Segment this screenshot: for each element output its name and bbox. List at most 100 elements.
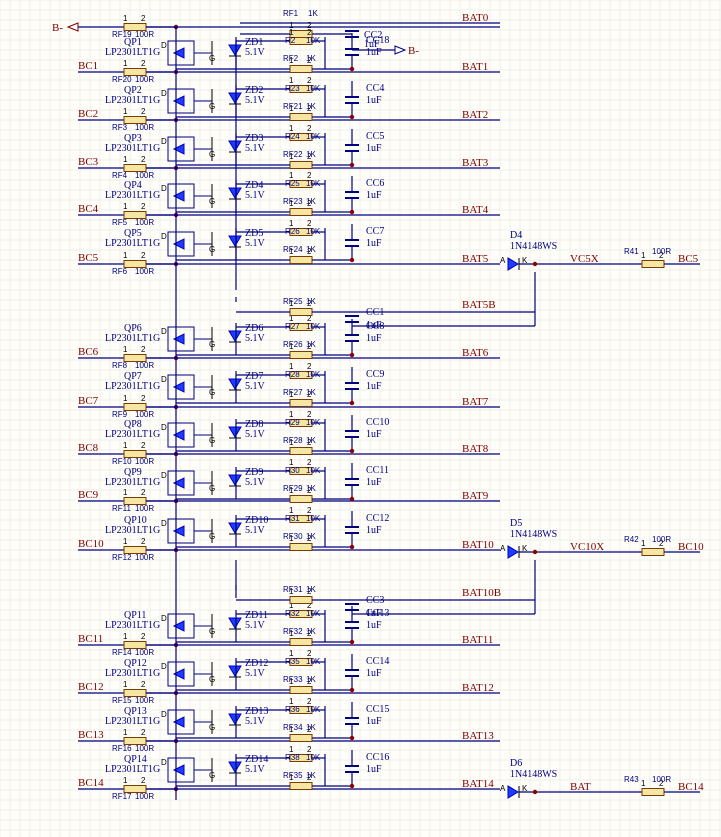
resistor-value: 1K	[306, 150, 316, 159]
junction-dot	[349, 687, 355, 693]
capacitor-plate	[345, 603, 359, 605]
filter-resistor	[289, 543, 313, 551]
filter-resistor	[289, 208, 313, 216]
input-net-label: BC9	[78, 489, 99, 501]
mosfet-part: LP2301LT1G	[105, 238, 160, 249]
junction-dot	[349, 639, 355, 645]
pin-number: 1	[123, 59, 128, 68]
zener-diode-icon	[228, 617, 242, 629]
capacitor-ref: CC7	[366, 226, 384, 237]
capacitor-value: 1uF	[366, 477, 382, 488]
zener-diode-icon	[228, 235, 242, 247]
filter-resistor	[289, 351, 313, 359]
pin-number: 2	[307, 587, 312, 596]
pin-label: D	[161, 137, 167, 146]
zener-ref: ZD2	[245, 85, 263, 96]
capacitor-plate	[345, 340, 359, 342]
diode-icon	[507, 785, 519, 799]
resistor-value: 1K	[306, 245, 316, 254]
pin-number: 1	[123, 680, 128, 689]
resistor-value: 100R	[135, 696, 154, 705]
capacitor-plate	[345, 315, 359, 317]
resistor-ref: R42	[624, 535, 639, 544]
input-net-label: BC14	[78, 777, 104, 789]
input-net-label: B-	[52, 22, 63, 34]
zener-ref: ZD7	[245, 371, 263, 382]
pin-number: 2	[141, 345, 146, 354]
diode-part: 1N4148WS	[510, 529, 557, 540]
pin-number: 2	[659, 779, 664, 788]
resistor-value: 1K	[306, 675, 316, 684]
pin-number: 1	[289, 124, 294, 133]
diode-ref: D6	[510, 758, 522, 769]
pin-label: D	[161, 375, 167, 384]
resistor-value: 100R	[135, 648, 154, 657]
diode-icon	[507, 257, 519, 271]
capacitor-plate	[345, 48, 359, 50]
resistor-value: 1K	[306, 627, 316, 636]
pin-number: 1	[289, 362, 294, 371]
capacitor-value: 1uF	[366, 525, 382, 536]
resistor-value: 100R	[135, 267, 154, 276]
filter-resistor	[289, 638, 313, 646]
capacitor-plate	[345, 478, 359, 480]
zener-diode-icon	[228, 665, 242, 677]
capacitor-plate	[345, 675, 359, 677]
pin-number: 1	[641, 779, 646, 788]
pin-number: 2	[307, 649, 312, 658]
output-resistor	[641, 788, 665, 796]
mosfet-part: LP2301LT1G	[105, 716, 160, 727]
pin-label: K	[522, 544, 528, 553]
resistor-ref: RF8	[112, 361, 128, 370]
resistor-ref: RF35	[283, 771, 303, 780]
capacitor-value: 1uF	[364, 39, 380, 50]
pin-number: 1	[289, 410, 294, 419]
pin-number: 2	[141, 394, 146, 403]
zener-value: 5.1V	[245, 190, 266, 201]
pin-number: 1	[123, 345, 128, 354]
pin-number: 2	[307, 601, 312, 610]
pin-label: A	[500, 784, 506, 793]
bat-net-label: BAT13	[462, 730, 494, 742]
pin-number: 2	[307, 124, 312, 133]
zener-value: 5.1V	[245, 381, 266, 392]
capacitor-plate	[345, 334, 359, 336]
pin-number: 1	[289, 314, 294, 323]
pin-number: 1	[289, 601, 294, 610]
resistor-ref: R38	[285, 753, 300, 762]
pin-number: 2	[307, 629, 312, 638]
resistor-ref: RF22	[283, 150, 303, 159]
mosfet-arrow-icon	[172, 381, 185, 393]
capacitor-ref: CC6	[366, 178, 384, 189]
resistor-ref: RF31	[283, 585, 303, 594]
resistor-value: 1K	[306, 102, 316, 111]
mosfet-arrow-icon	[172, 95, 185, 107]
capacitor-ref: CC2	[364, 30, 382, 41]
resistor-value: 1K	[306, 340, 316, 349]
pin-number: 1	[641, 539, 646, 548]
zener-diode-icon	[228, 426, 242, 438]
pin-number: 1	[289, 438, 294, 447]
capacitor-value: 1uF	[366, 381, 382, 392]
capacitor-ref: CC18	[366, 35, 389, 46]
capacitor-plate	[345, 144, 359, 146]
pin-number: 2	[307, 390, 312, 399]
capacitor-plate	[345, 150, 359, 152]
resistor-value: 1K	[306, 388, 316, 397]
pin-number: 2	[141, 155, 146, 164]
pin-number: 1	[289, 104, 294, 113]
output-net-label: BC10	[678, 541, 704, 553]
junction-dot	[349, 400, 355, 406]
resistor-ref: RF11	[112, 504, 132, 513]
resistor-value: 100R	[135, 457, 154, 466]
diode-ref: D5	[510, 518, 522, 529]
zener-ref: ZD5	[245, 228, 263, 239]
junction-dot	[349, 162, 355, 168]
pin-number: 1	[289, 342, 294, 351]
pin-label: D	[161, 710, 167, 719]
pin-number: 2	[307, 486, 312, 495]
capacitor-plate	[345, 197, 359, 199]
filter-resistor	[289, 256, 313, 264]
pin-number: 1	[289, 773, 294, 782]
input-net-label: BC5	[78, 252, 99, 264]
